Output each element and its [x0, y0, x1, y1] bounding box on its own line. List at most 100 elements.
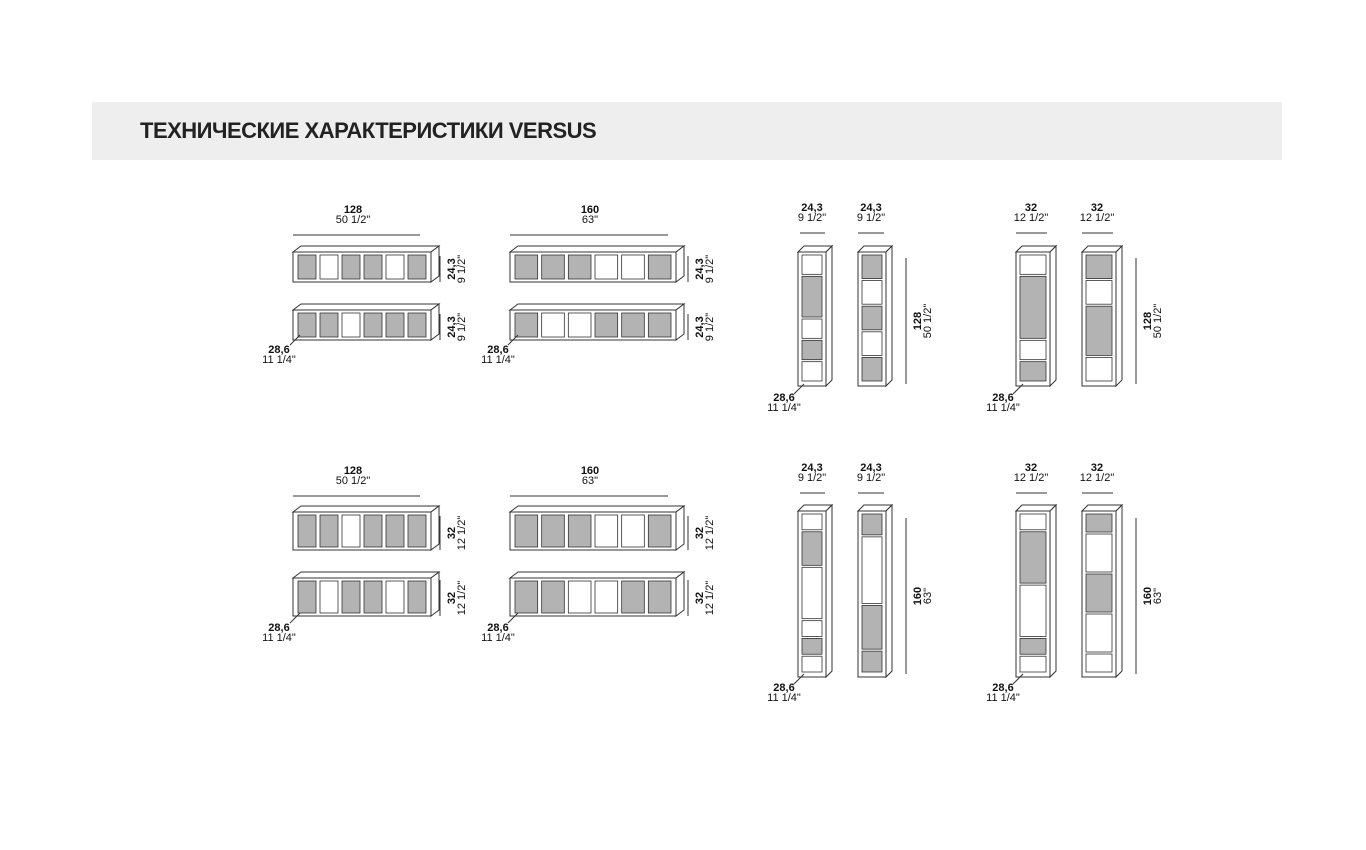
depth-value-cm: 28,6: [773, 392, 794, 404]
width-value-cm: 24,3: [860, 462, 881, 474]
column-compartment: [861, 305, 883, 331]
column-compartment: [801, 531, 823, 566]
column-compartment: [1019, 339, 1047, 361]
depth-dimension-line: [507, 612, 519, 624]
column-compartment: [801, 620, 823, 637]
column-compartment: [861, 605, 883, 650]
shelf-compartment: [514, 254, 539, 280]
column-compartment: [1019, 275, 1047, 339]
column-compartment: [801, 275, 823, 318]
column-side-face: [885, 503, 893, 679]
height-value-cm: 24,3: [446, 258, 458, 279]
width-value-in: 63": [582, 475, 598, 487]
shelf-compartment: [567, 514, 592, 548]
width-value-in: 63": [582, 214, 598, 226]
width-value-in: 12 1/2": [1080, 472, 1115, 484]
shelf-compartment: [363, 254, 383, 280]
column-compartment: [801, 339, 823, 361]
shelf-compartment: [647, 514, 672, 548]
shelf-compartment: [647, 580, 672, 614]
column-compartment: [1085, 533, 1113, 573]
vertical-column-unit: [1080, 503, 1124, 679]
width-value-in: 50 1/2": [336, 475, 371, 487]
column-compartment: [1019, 655, 1047, 673]
shelf-top-face: [291, 245, 441, 253]
height-value-cm: 32: [694, 527, 706, 539]
width-value-in: 9 1/2": [798, 472, 826, 484]
column-compartment: [801, 566, 823, 620]
height-value-in: 63": [922, 588, 934, 604]
shelf-top-face: [291, 303, 441, 311]
horizontal-shelf-unit: [291, 505, 441, 551]
depth-dimension-line: [289, 334, 301, 346]
shelf-compartment: [594, 254, 619, 280]
height-value-cm: 160: [1142, 587, 1154, 605]
column-side-face: [825, 503, 833, 679]
shelf-side-face: [430, 245, 440, 283]
column-compartment: [1019, 531, 1047, 584]
shelf-compartment: [297, 580, 317, 614]
height-value-cm: 128: [1142, 312, 1154, 330]
vertical-column-unit: [856, 244, 894, 388]
shelf-compartment: [541, 580, 565, 614]
horizontal-shelf-unit: [291, 245, 441, 283]
depth-value-cm: 28,6: [992, 682, 1013, 694]
width-value-cm: 24,3: [801, 462, 822, 474]
shelf-top-face: [508, 571, 686, 579]
shelf-compartment: [567, 254, 592, 280]
column-compartment: [861, 280, 883, 305]
depth-value-cm: 28,6: [773, 682, 794, 694]
depth-value-in: 11 1/4": [986, 402, 1020, 414]
column-top-face: [1014, 504, 1058, 512]
shelf-compartment: [341, 312, 361, 338]
column-compartment: [861, 356, 883, 382]
vertical-column-unit: [1014, 244, 1058, 388]
shelf-top-face: [508, 505, 686, 513]
column-compartment: [1019, 254, 1047, 275]
depth-value-cm: 28,6: [487, 344, 508, 356]
shelf-compartment: [319, 514, 339, 548]
shelf-compartment: [407, 580, 427, 614]
shelf-compartment: [541, 514, 565, 548]
height-value-in: 12 1/2": [704, 581, 716, 616]
shelf-top-face: [291, 571, 441, 579]
shelf-compartment: [567, 312, 592, 338]
column-compartment: [1085, 305, 1113, 356]
horizontal-shelf-unit: [508, 571, 686, 617]
shelf-compartment: [407, 514, 427, 548]
shelf-compartment: [297, 254, 317, 280]
column-compartment: [1085, 653, 1113, 673]
page-title: ТЕХНИЧЕСКИЕ ХАРАКТЕРИСТИКИ VERSUS: [140, 118, 597, 143]
shelf-top-face: [508, 303, 686, 311]
width-value-cm: 128: [344, 465, 362, 477]
shelf-side-face: [430, 303, 440, 341]
shelf-compartment: [385, 514, 405, 548]
shelf-compartment: [514, 312, 539, 338]
depth-dimension-line: [793, 673, 805, 685]
depth-value-cm: 28,6: [268, 344, 289, 356]
shelf-compartment: [363, 312, 383, 338]
column-side-face: [1049, 244, 1057, 388]
width-value-cm: 32: [1025, 202, 1037, 214]
shelf-compartment: [319, 312, 339, 338]
shelf-compartment: [621, 254, 645, 280]
width-value-in: 9 1/2": [798, 212, 826, 224]
column-compartment: [1085, 280, 1113, 305]
shelf-compartment: [594, 514, 619, 548]
horizontal-shelf-unit: [508, 303, 686, 341]
depth-dimension-line: [1012, 383, 1024, 395]
shelf-compartment: [363, 514, 383, 548]
shelf-compartment: [319, 580, 339, 614]
column-side-face: [1115, 503, 1123, 679]
shelf-side-face: [675, 303, 685, 341]
depth-value-cm: 28,6: [487, 622, 508, 634]
shelf-compartment: [541, 254, 565, 280]
column-top-face: [1014, 245, 1058, 253]
column-compartment: [801, 638, 823, 655]
column-compartment: [861, 513, 883, 536]
depth-value-cm: 28,6: [992, 392, 1013, 404]
height-value-in: 9 1/2": [704, 313, 716, 341]
width-value-cm: 24,3: [801, 202, 822, 214]
shelf-compartment: [385, 312, 405, 338]
depth-dimension-line: [507, 334, 519, 346]
